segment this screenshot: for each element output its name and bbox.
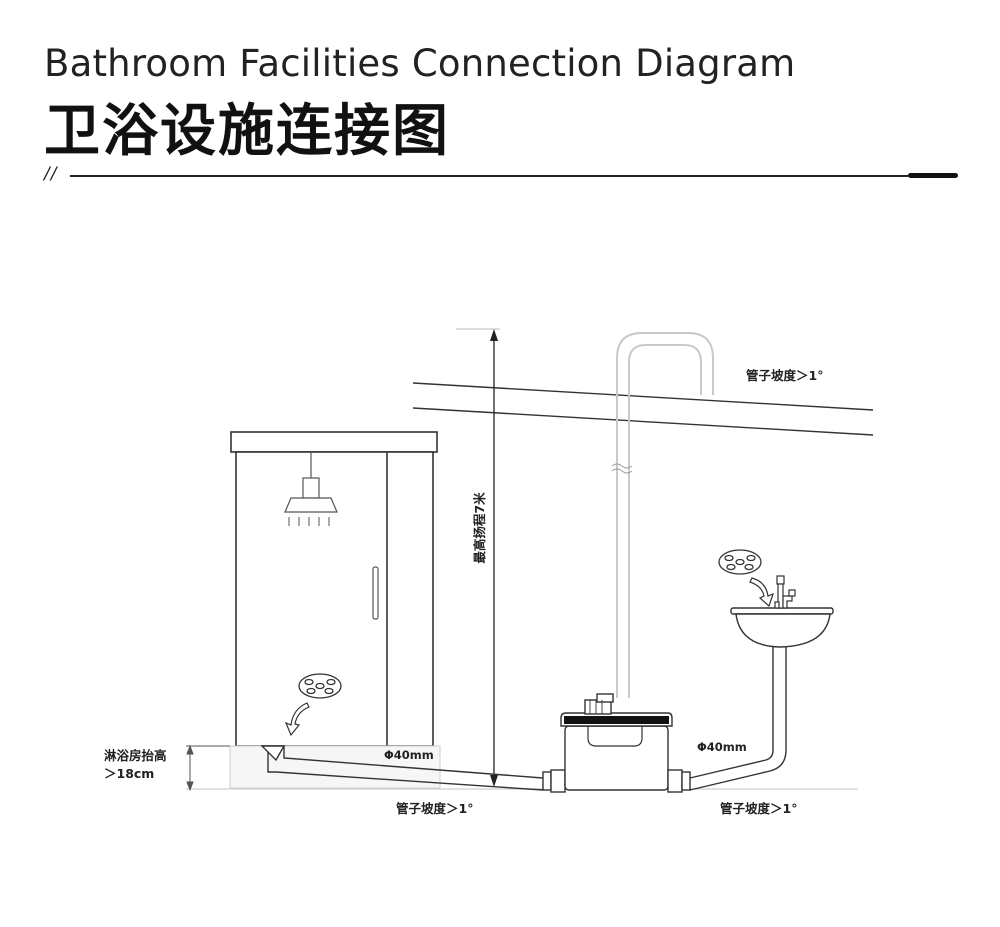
header-divider <box>70 175 908 177</box>
shower-head-icon <box>284 452 338 526</box>
title-chinese: 卫浴设施连接图 <box>44 99 450 164</box>
shower-raise-label-line2: ＞18cm <box>104 766 154 781</box>
max-head-label: 最高扬程7米 <box>472 492 487 564</box>
divider-mark: // <box>44 164 58 184</box>
pipe-diameter-right: Φ40mm <box>697 740 747 754</box>
shower-cabin <box>229 431 441 789</box>
curved-arrow-icon <box>284 702 310 737</box>
header-divider-accent <box>908 173 958 178</box>
basin-drain-cover-icon <box>718 549 762 575</box>
pipe-break-mark <box>611 463 633 474</box>
riser-pipe <box>616 332 714 698</box>
title-english: Bathroom Facilities Connection Diagram <box>44 42 796 85</box>
ceiling-beam <box>412 382 874 436</box>
faucet-icon <box>774 575 796 609</box>
pump-lid-accent <box>564 716 669 724</box>
drain-cover-icon <box>298 673 342 699</box>
macerator-pump-icon <box>542 693 691 793</box>
slope-label-bottom-left: 管子坡度＞1° <box>396 801 473 816</box>
wash-basin-icon <box>730 607 834 648</box>
pipe-diameter-left: Φ40mm <box>384 748 434 762</box>
shower-raise-label-line1: 淋浴房抬高 <box>104 748 167 763</box>
slope-label-bottom-right: 管子坡度＞1° <box>720 801 797 816</box>
shower-raise-dimension <box>186 744 230 792</box>
shower-drain-pipe <box>260 745 544 791</box>
basin-curved-arrow-icon <box>749 577 774 608</box>
slope-label-top: 管子坡度＞1° <box>746 368 823 383</box>
max-head-dimension <box>456 328 500 787</box>
basin-drain-pipe <box>689 644 787 791</box>
